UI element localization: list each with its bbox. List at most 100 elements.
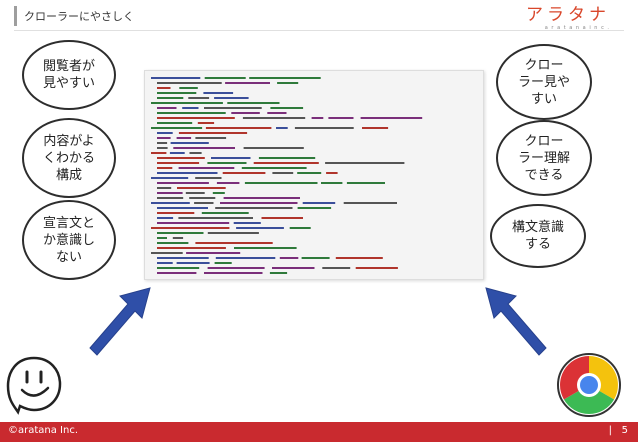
code-line-segment xyxy=(215,257,276,259)
code-line-segment xyxy=(207,162,247,164)
code-line-segment xyxy=(157,257,209,259)
code-line-segment xyxy=(157,172,218,174)
code-line-segment xyxy=(157,217,174,219)
code-line-segment xyxy=(195,137,227,139)
code-line-segment xyxy=(267,112,287,114)
code-line-segment xyxy=(182,107,199,109)
code-line-segment xyxy=(157,207,208,209)
code-line-segment xyxy=(157,182,209,184)
code-line-segment xyxy=(177,187,226,189)
code-line-segment xyxy=(151,252,183,254)
code-line-segment xyxy=(214,97,249,99)
code-line-segment xyxy=(157,142,168,144)
chrome-icon xyxy=(557,353,621,417)
code-line-segment xyxy=(178,167,235,169)
code-line-segment xyxy=(188,97,210,99)
code-line-segment xyxy=(346,182,385,184)
code-line-segment xyxy=(234,247,297,249)
code-line-segment xyxy=(157,82,222,84)
code-line-segment xyxy=(204,107,262,109)
code-line-segment xyxy=(172,237,184,239)
code-line-segment xyxy=(272,267,315,269)
code-line-segment xyxy=(325,162,405,164)
code-line-segment xyxy=(157,117,235,119)
code-line-segment xyxy=(151,152,167,154)
code-line-segment xyxy=(170,142,209,144)
arrow-up-left-icon xyxy=(485,287,547,356)
code-line-segment xyxy=(225,82,270,84)
bubble-crawler-understands: クロー ラー理解 できる xyxy=(496,120,592,196)
code-line-segment xyxy=(157,147,168,149)
code-line-segment xyxy=(151,127,203,129)
code-line-segment xyxy=(276,127,288,129)
code-line-segment xyxy=(169,152,185,154)
code-lines-graphic xyxy=(151,77,423,274)
code-line-segment xyxy=(157,267,200,269)
code-line-segment xyxy=(157,157,205,159)
code-line-segment xyxy=(179,87,198,89)
code-line-segment xyxy=(212,192,225,194)
code-line-segment xyxy=(211,157,251,159)
code-line-segment xyxy=(269,272,288,274)
code-line-segment xyxy=(157,87,171,89)
code-line-segment xyxy=(249,77,321,79)
code-line-segment xyxy=(178,132,248,134)
code-line-segment xyxy=(189,197,216,199)
bubble-syntax-aware: 構文意識 する xyxy=(490,204,586,268)
code-line-segment xyxy=(197,122,215,124)
code-line-segment xyxy=(215,207,293,209)
code-line-segment xyxy=(157,97,184,99)
code-line-segment xyxy=(214,262,232,264)
code-line-segment xyxy=(279,257,299,259)
code-line-segment xyxy=(233,222,261,224)
code-line-segment xyxy=(335,257,383,259)
code-line-segment xyxy=(157,237,167,239)
code-line-segment xyxy=(289,227,311,229)
header-accent-bar xyxy=(14,6,17,26)
code-line-segment xyxy=(220,202,298,204)
code-line-segment xyxy=(203,92,234,94)
code-line-segment xyxy=(322,267,351,269)
code-line-segment xyxy=(176,262,210,264)
bubble-crawler-readable: クロー ラー見や すい xyxy=(496,44,592,120)
code-line-segment xyxy=(151,177,189,179)
code-line-segment xyxy=(151,227,230,229)
copyright-text: ©aratana Inc. xyxy=(8,425,79,436)
code-line-segment xyxy=(294,127,354,129)
code-line-segment xyxy=(157,107,177,109)
code-line-segment xyxy=(204,272,263,274)
code-line-segment xyxy=(157,272,197,274)
code-line-segment xyxy=(151,77,201,79)
code-line-segment xyxy=(157,137,171,139)
code-line-segment xyxy=(157,122,193,124)
page-number: 5 xyxy=(621,425,628,436)
logo-subtext: a r a t a n a i n c . xyxy=(544,25,610,31)
code-line-segment xyxy=(207,267,265,269)
code-line-segment xyxy=(195,177,222,179)
code-line-segment xyxy=(157,187,172,189)
code-line-segment xyxy=(227,102,280,104)
arrow-up-right-icon xyxy=(89,287,151,356)
code-line-segment xyxy=(195,242,273,244)
code-line-segment xyxy=(151,102,223,104)
code-line-segment xyxy=(244,182,318,184)
code-line-segment xyxy=(236,227,284,229)
code-line-segment xyxy=(216,182,240,184)
code-line-segment xyxy=(157,262,173,264)
code-line-segment xyxy=(157,212,195,214)
logo-mark: アラタナ xyxy=(526,5,610,25)
code-line-segment xyxy=(243,147,304,149)
code-line-segment xyxy=(223,197,300,199)
code-line-segment xyxy=(176,137,192,139)
code-line-segment xyxy=(241,167,307,169)
code-line-segment xyxy=(343,202,397,204)
code-line-segment xyxy=(261,217,303,219)
code-line-segment xyxy=(328,117,354,119)
slide-title: クローラーにやさしく xyxy=(24,10,134,23)
code-line-segment xyxy=(151,202,190,204)
header-divider xyxy=(14,30,624,31)
code-line-segment xyxy=(360,117,423,119)
code-line-segment xyxy=(157,192,183,194)
code-line-segment xyxy=(207,232,259,234)
code-line-segment xyxy=(205,127,272,129)
